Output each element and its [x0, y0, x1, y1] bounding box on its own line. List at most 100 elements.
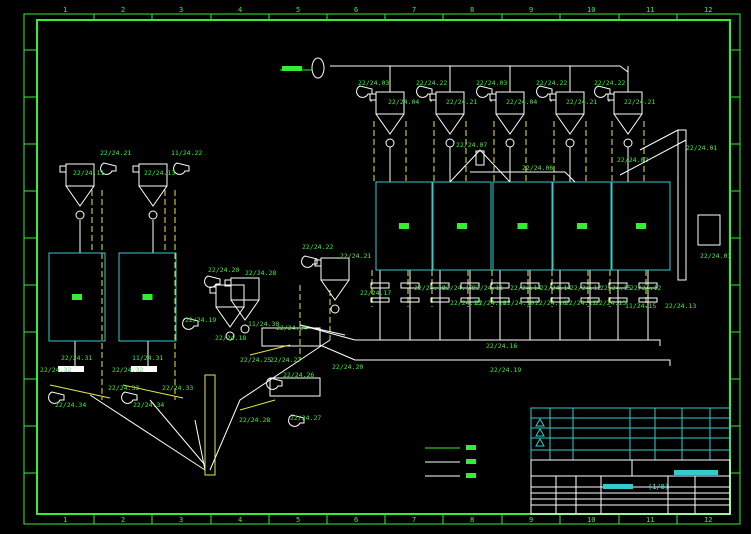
feeder-unit [697, 214, 721, 246]
pipe [194, 419, 206, 471]
storage-tank [48, 252, 106, 342]
column-number-top: 7 [412, 6, 416, 14]
equipment-tag: 22/24.10 [475, 299, 506, 307]
top-cyclone-cone [555, 113, 585, 135]
equipment-tag: 22/24.20 [208, 266, 239, 274]
left-cyclone-inlet [132, 165, 140, 173]
valve [370, 297, 390, 303]
valve [520, 297, 540, 303]
equipment-tag: 22/24.14 [540, 284, 571, 292]
legend-text-mark [466, 459, 476, 464]
equipment-tag: 22/24.02 [617, 156, 648, 164]
legend-text-mark [466, 445, 476, 450]
equipment-tag: 22/24.12 [630, 284, 661, 292]
equipment-tag: 22/24.34 [133, 401, 164, 409]
top-cyclone-rotary-valve [623, 138, 633, 148]
pipe [619, 139, 687, 176]
column-number-top: 5 [296, 6, 300, 14]
tank-label-mark [636, 223, 646, 229]
equipment-tag: 22/24.14 [510, 284, 541, 292]
fan-icon [594, 85, 611, 98]
equipment-tag: 22/24.13 [595, 299, 626, 307]
equipment-tag: 22/24.22 [302, 243, 333, 251]
top-cyclone-body [495, 91, 525, 115]
small-cyclone-body [215, 284, 245, 308]
top-cyclone-cone [435, 113, 465, 135]
mill-cyclone-inlet [224, 279, 232, 287]
top-cyclone-body [555, 91, 585, 115]
pipe [355, 359, 671, 366]
equipment-tag: 22/24.07 [456, 141, 487, 149]
top-cyclone-inlet [489, 93, 497, 101]
column-number-top: 6 [354, 6, 358, 14]
column-number-bottom: 6 [354, 516, 358, 524]
top-cyclone-inlet [429, 93, 437, 101]
equipment-tag: 22/24.21 [446, 98, 477, 106]
tank-label-mark [577, 223, 587, 229]
equipment-tag: 22/24.34 [55, 401, 86, 409]
equipment-tag: 22/24.11 [472, 284, 503, 292]
valve [580, 297, 600, 303]
equipment-tag: 22/24.32 [112, 366, 143, 374]
screw-conveyor [58, 366, 84, 372]
screw-feeder [550, 282, 570, 289]
left-cyclone-cone [65, 185, 95, 207]
revision-triangle-icon [535, 427, 545, 437]
storage-tank [432, 181, 492, 271]
left-cyclone-rotary-valve [148, 210, 158, 220]
pipe [355, 339, 661, 346]
collector-cyclone-rotary-valve [330, 304, 340, 314]
small-cyclone-cone [215, 306, 245, 328]
ball-mill [261, 327, 321, 347]
equipment-tag: 22/24.22 [416, 79, 447, 87]
screw-feeder [520, 282, 540, 289]
column-number-top: 12 [704, 6, 712, 14]
equipment-tag: 22/24.33 [108, 384, 139, 392]
fan-icon [266, 377, 283, 390]
equipment-tag: 22/24.10 [535, 299, 566, 307]
top-cyclone-body [375, 91, 405, 115]
revision-triangle-icon [535, 437, 545, 447]
equipment-tag: 22/24.19 [490, 366, 521, 374]
title-block: (1/8) [530, 407, 731, 515]
sheet-number: (1/8) [648, 483, 669, 491]
screw-feeder [460, 282, 480, 289]
tank-label-mark [72, 294, 82, 300]
fan-icon [288, 414, 305, 427]
storage-tank [611, 181, 671, 271]
equipment-tag: 22/24.25 [240, 356, 271, 364]
equipment-tag: 22/24.12 [570, 284, 601, 292]
equipment-tag: 22/24.03 [476, 79, 507, 87]
equipment-tag: 22/24.06 [522, 164, 553, 172]
small-cyclone-rotary-valve [225, 331, 235, 341]
tank-label-mark [457, 223, 467, 229]
valve [430, 297, 450, 303]
equipment-tag: 22/24.31 [61, 354, 92, 362]
column-number-bottom: 7 [412, 516, 416, 524]
screw-feeder [430, 282, 450, 289]
equipment-tag: 22/24.21 [624, 98, 655, 106]
fan-icon [476, 85, 493, 98]
column-number-bottom: 2 [121, 516, 125, 524]
top-cyclone-inlet [607, 93, 615, 101]
tank-label-mark [142, 294, 153, 300]
fan-icon [182, 317, 199, 330]
top-cyclone-inlet [549, 93, 557, 101]
header-label-mark [282, 66, 302, 71]
valve [490, 297, 510, 303]
screw-feeder [638, 282, 658, 289]
column-number-bottom: 11 [646, 516, 654, 524]
pipe [209, 339, 331, 471]
small-cyclone-inlet [209, 286, 217, 294]
column-number-top: 9 [529, 6, 533, 14]
pipe [319, 344, 356, 361]
equipment-tag: 22/24.13 [665, 302, 696, 310]
top-cyclone-inlet [369, 93, 377, 101]
revision-triangle-icon [535, 417, 545, 427]
equipment-tag: 22/24.10 [414, 284, 445, 292]
pipe [249, 344, 291, 356]
pipe [470, 171, 576, 183]
screw-feeder [370, 282, 390, 289]
column-number-top: 11 [646, 6, 654, 14]
